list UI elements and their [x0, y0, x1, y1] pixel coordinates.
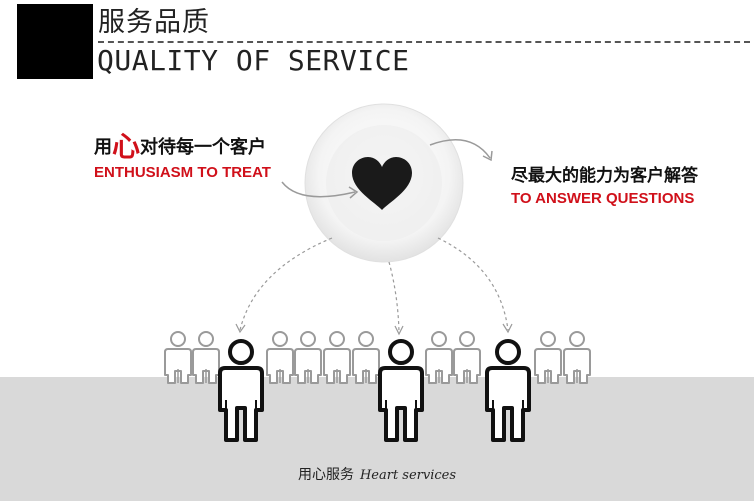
left-callout-cn-suffix: 对待每一个客户 [140, 137, 267, 158]
dashed-arrow-right [437, 237, 509, 331]
left-callout-cn-heart: 心 [112, 130, 141, 163]
dashed-arrow-left [239, 237, 333, 331]
person-icon [323, 331, 351, 384]
dashed-arrow-center [388, 261, 400, 333]
person-icon [453, 331, 481, 384]
person-icon [534, 331, 562, 384]
ground-band [0, 377, 754, 501]
person-icon [378, 339, 424, 442]
person-icon [485, 339, 531, 442]
person-icon [425, 331, 453, 384]
left-callout: 用心对待每一个客户 ENTHUSIASM TO TREAT [94, 132, 271, 183]
person-icon [192, 331, 220, 384]
person-icon [294, 331, 322, 384]
footer-caption: 用心服务 Heart services [0, 466, 754, 485]
header-black-block [17, 4, 93, 79]
curved-arrow-icon [429, 139, 491, 159]
heart-icon [352, 157, 412, 210]
title-divider [98, 41, 750, 43]
person-icon [266, 331, 294, 384]
curved-arrow-icon [281, 181, 356, 198]
left-callout-en: ENTHUSIASM TO TREAT [94, 164, 271, 181]
left-callout-cn: 用心对待每一个客户 [94, 132, 271, 163]
person-icon [218, 339, 264, 442]
right-callout: 尽最大的能力为客户解答 TO ANSWER QUESTIONS [511, 163, 698, 209]
right-callout-en: TO ANSWER QUESTIONS [511, 190, 695, 207]
person-icon [352, 331, 380, 384]
page-title-en: QUALITY OF SERVICE [97, 44, 410, 77]
page-title-cn: 服务品质 [98, 7, 210, 38]
left-callout-cn-prefix: 用 [94, 137, 112, 158]
right-callout-cn: 尽最大的能力为客户解答 [511, 166, 698, 186]
person-icon [563, 331, 591, 384]
caption-cn: 用心服务 [297, 467, 354, 483]
person-icon [164, 331, 192, 384]
caption-en: Heart services [359, 468, 457, 483]
